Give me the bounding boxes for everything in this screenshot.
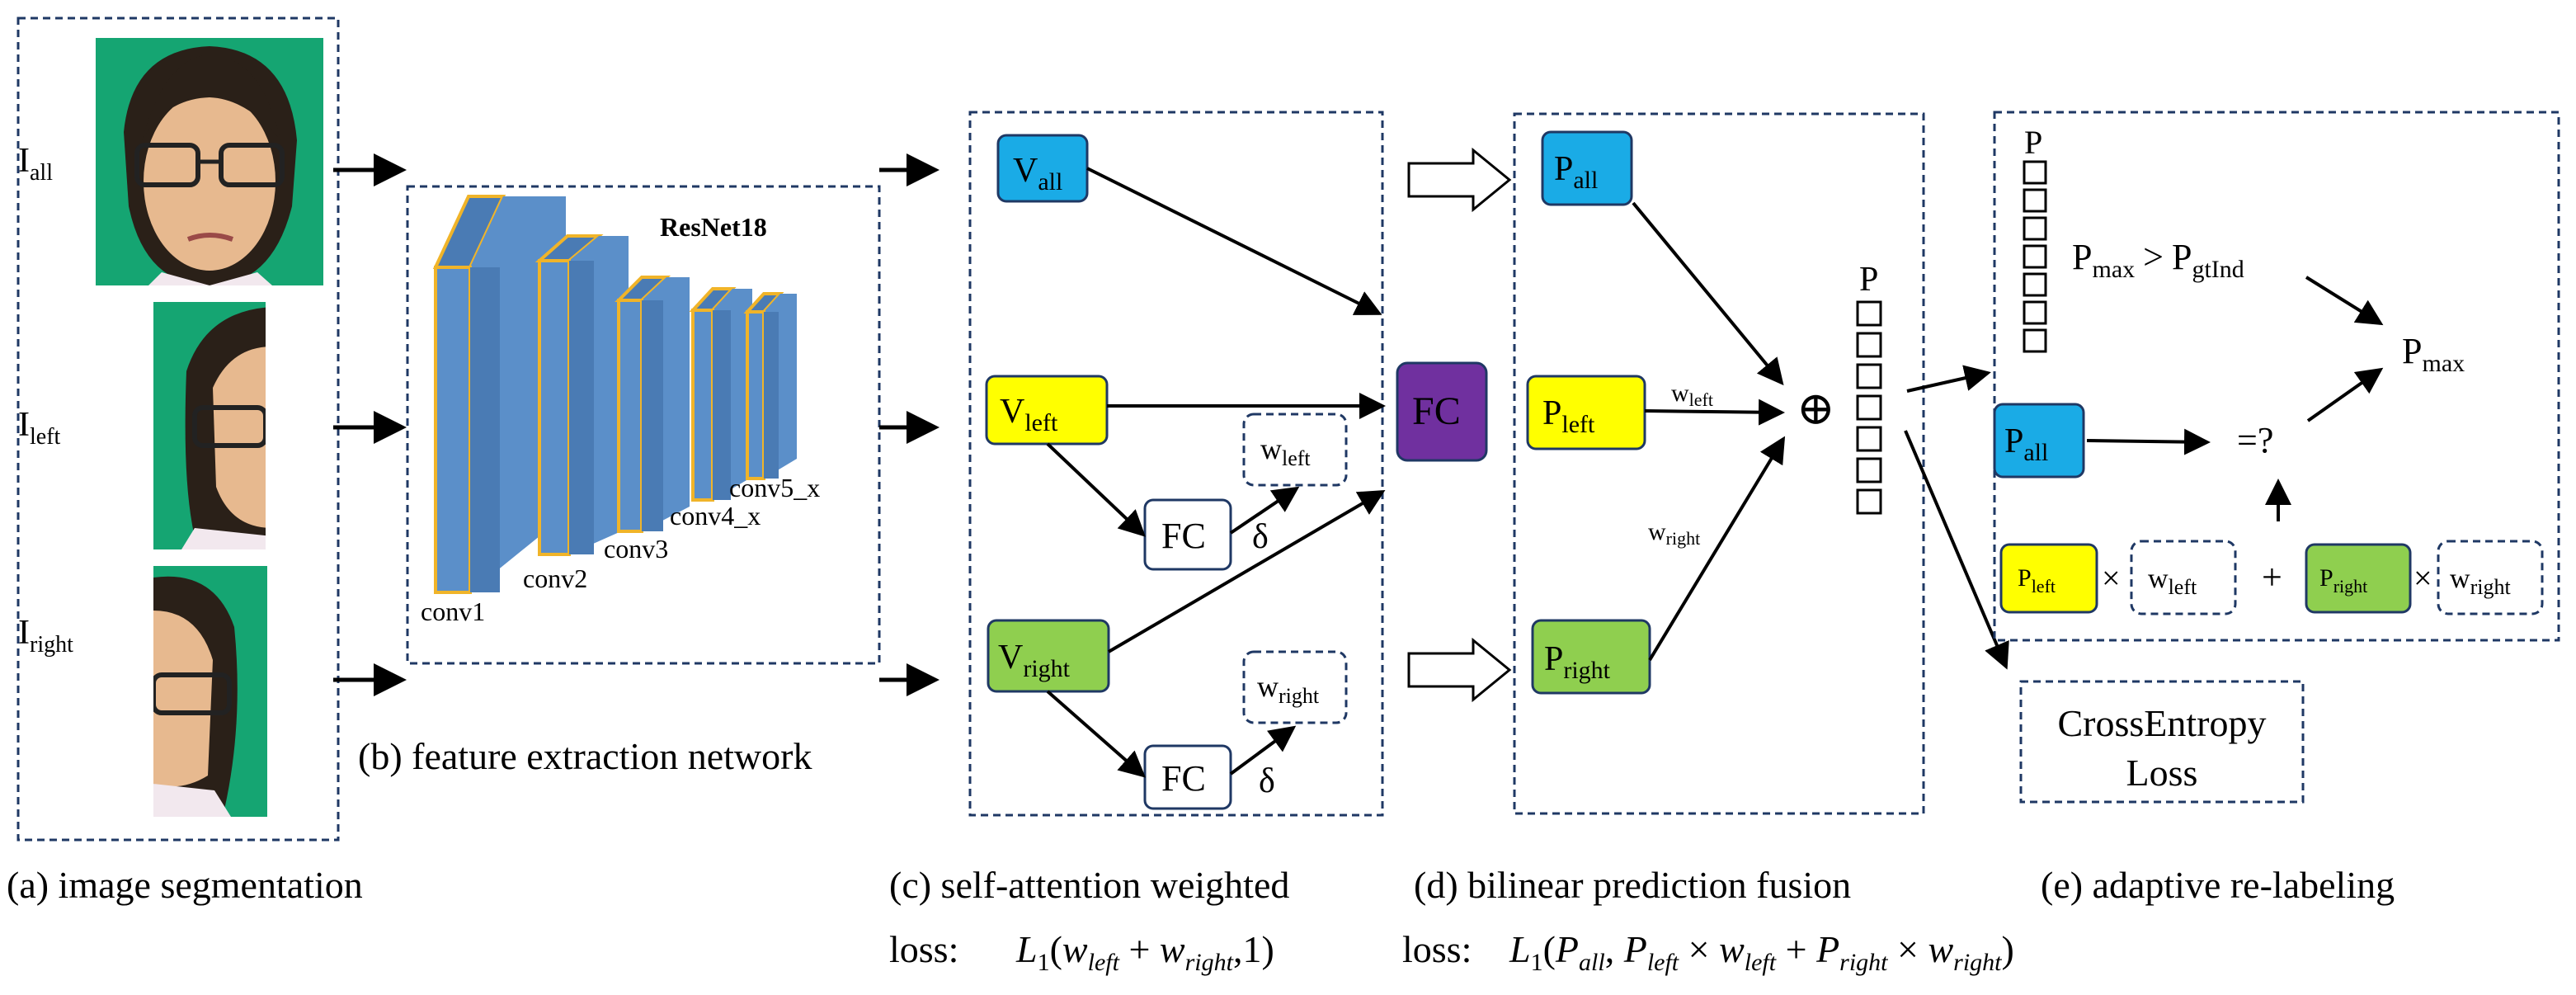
conv5-label: conv5_x: [729, 473, 820, 502]
v-left-box: [985, 375, 1109, 446]
compare-expression: Pmax>PgtInd: [2072, 237, 2244, 283]
p-right-label-e: Pright: [2319, 564, 2367, 597]
caption-c: (c) self-attention weighted: [889, 864, 1289, 906]
arrow-p-right-to-oplus: [1648, 436, 1786, 662]
w-left-label-c: wleft: [1260, 432, 1311, 470]
times-right: ×: [2414, 559, 2432, 597]
w-left-label-d: wleft: [1671, 380, 1713, 410]
p-vector-label-d: P: [1859, 261, 1878, 299]
w-right-label-d: wright: [1648, 518, 1700, 549]
conv2-label: conv2: [523, 564, 587, 593]
crossentropy-line1: CrossEntropy: [2058, 702, 2267, 744]
v-all-label: Vall: [1013, 152, 1062, 196]
v-left-label: Vleft: [1000, 393, 1058, 436]
p-vector-label-e: P: [2024, 124, 2042, 161]
w-right-box-c: [1242, 650, 1348, 724]
delta-left: δ: [1252, 518, 1269, 556]
arrow-v-right-to-fc-small: [1046, 690, 1147, 778]
p-all-box-d: [1541, 130, 1633, 206]
p-left-label-d: Pleft: [1542, 394, 1595, 438]
arrow-fc-to-w-right: [1229, 725, 1297, 776]
hollow-arrow-to-p-all: [1407, 147, 1512, 213]
resnet18-title: ResNet18: [660, 212, 767, 242]
arrow-equals-to-pmax: [2306, 367, 2384, 422]
conv1-label: conv1: [421, 597, 485, 626]
loss-d-formula: L1(Pall, Pleft × wleft + Pright × wright…: [1509, 928, 2014, 976]
p-all-box-e: [1993, 403, 2085, 479]
label-i-all: Iall: [18, 142, 53, 186]
p-vector-e: [2023, 160, 2047, 353]
w-right-box-e: [2437, 540, 2544, 615]
arrow-fc-to-w-left: [1229, 486, 1300, 535]
p-left-box-e: [1999, 543, 2098, 614]
w-right-label-e: wright: [2450, 564, 2511, 599]
p-vector-d: [1856, 300, 1882, 515]
fc-label-left: FC: [1161, 516, 1206, 556]
conv4-label: conv4_x: [670, 501, 761, 531]
equals-question: =?: [2237, 420, 2273, 460]
face-image-right: [153, 566, 267, 817]
crossentropy-line2: Loss: [2126, 752, 2198, 794]
conv3-label: conv3: [604, 534, 668, 564]
conv3-block: [615, 276, 690, 533]
v-right-label: Vright: [998, 639, 1071, 682]
loss-c-prefix: loss:: [889, 928, 958, 970]
p-right-box-e: [2305, 543, 2412, 614]
arrow-p-all-to-oplus: [1632, 201, 1784, 386]
p-all-label-d: Pall: [1554, 150, 1598, 194]
p-all-label-e: Pall: [2004, 422, 2048, 466]
plus-sign: +: [2262, 557, 2282, 597]
label-i-left: Ileft: [18, 406, 61, 450]
loss-d-prefix: loss:: [1402, 928, 1472, 970]
p-left-label-e: Pleft: [2018, 564, 2056, 597]
fc-label-right: FC: [1161, 758, 1206, 799]
w-left-box-c: [1242, 413, 1348, 487]
caption-e: (e) adaptive re-labeling: [2041, 864, 2395, 906]
oplus-symbol: ⊕: [1797, 384, 1835, 435]
conv2-block: [535, 234, 629, 556]
p-right-label-d: Pright: [1544, 640, 1611, 684]
crossentropy-box: [2019, 680, 2305, 804]
arrow-compare-to-pmax: [2305, 276, 2384, 326]
conv4-block: [689, 287, 752, 502]
arrow-v-right-to-fc: [1107, 489, 1386, 653]
arrow-p-to-crossentropy: [1904, 430, 2009, 670]
bilinear-fusion-box: [1513, 112, 1925, 815]
arrow-v-left-to-fc-small: [1046, 442, 1146, 537]
w-left-box-e: [2130, 540, 2237, 615]
loss-c-formula: L1(wleft + wright,1): [1015, 928, 1274, 976]
caption-a: (a) image segmentation: [7, 864, 363, 906]
face-image-left: [153, 302, 266, 549]
label-i-right: Iright: [18, 614, 73, 658]
w-left-label-e: wleft: [2148, 564, 2197, 599]
face-image-all: [96, 38, 323, 285]
caption-b: (b) feature extraction network: [358, 735, 812, 777]
times-left: ×: [2102, 559, 2121, 597]
delta-right: δ: [1259, 762, 1275, 800]
arrow-v-all-to-fc: [1086, 167, 1382, 315]
feature-extraction-box: [406, 185, 881, 665]
fc-main-box: [1396, 361, 1488, 462]
conv5-block: [743, 292, 797, 480]
adaptive-relabel-box: [1993, 111, 2560, 642]
w-right-label-c: wright: [1257, 670, 1320, 708]
hollow-arrow-to-p-right: [1407, 637, 1512, 703]
p-right-box-d: [1531, 619, 1651, 695]
arrow-p-all-to-equals: [2086, 428, 2211, 455]
arrow-p-left-to-oplus: [1644, 398, 1785, 426]
p-max-result: Pmax: [2402, 331, 2465, 377]
caption-d: (d) bilinear prediction fusion: [1414, 864, 1851, 906]
arrow-p-to-relabel: [1906, 365, 1991, 393]
fc-main-label: FC: [1412, 389, 1461, 433]
